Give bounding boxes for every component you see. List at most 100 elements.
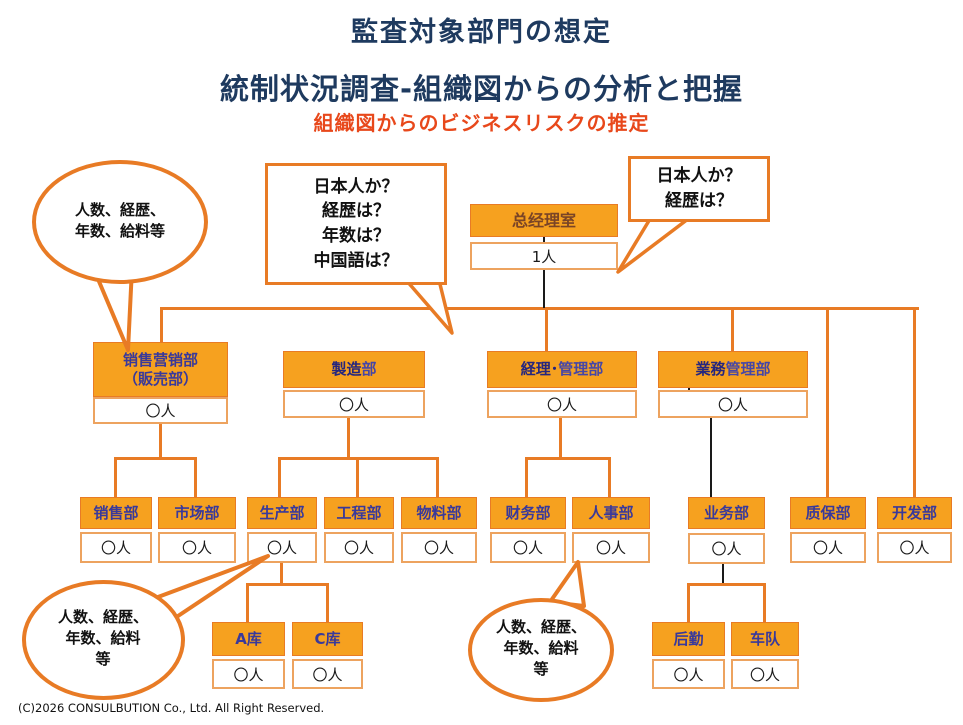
hbar-business-children <box>687 583 766 586</box>
general-manager-office: 总经理室 <box>470 204 618 237</box>
center-callout-line2: 経歴は？ <box>322 201 390 222</box>
manufacturing-headcount: 〇人 <box>283 390 425 418</box>
top-right-callout-line2: 経歴は？ <box>665 191 733 211</box>
page-title: 監査対象部門の想定 <box>351 17 612 48</box>
finance-dept-headcount-value: 〇人 <box>512 539 543 557</box>
drop-finance <box>525 457 528 497</box>
drop-qa <box>826 307 829 498</box>
rnd-dept-headcount-value: 〇人 <box>899 539 930 557</box>
business-dept-headcount-value: 〇人 <box>711 540 742 558</box>
sales-marketing-dept: 销售营销部 （販売部） <box>93 342 228 397</box>
market-dept: 市场部 <box>158 497 236 529</box>
sales-marketing-headcount: 〇人 <box>93 397 228 424</box>
production-dept-headcount-value: 〇人 <box>266 539 297 557</box>
warehouse-a: A库 <box>212 622 285 656</box>
hbar-production-children <box>246 583 329 586</box>
sales-marketing-dept-label: 销售营销部 <box>122 350 198 369</box>
finance-dept: 财务部 <box>490 497 566 529</box>
operations-admin-dept: 業務管理部 <box>658 351 808 388</box>
warehouse-a-headcount: 〇人 <box>212 659 285 689</box>
drop-accounting <box>545 307 548 352</box>
sales-dept-headcount-value: 〇人 <box>100 539 131 557</box>
operations-admin-headcount: 〇人 <box>658 390 808 418</box>
warehouse-c-label: C库 <box>314 629 341 648</box>
manufacturing-dept-label-rest: 部 <box>361 360 377 379</box>
market-dept-headcount: 〇人 <box>158 532 236 563</box>
sales-dept-headcount: 〇人 <box>80 532 152 563</box>
engineering-dept: 工程部 <box>324 497 394 529</box>
fleet-headcount-value: 〇人 <box>749 665 780 684</box>
root-drop-line <box>543 270 545 308</box>
fleet-dept: 车队 <box>731 622 799 656</box>
center-callout-line3: 年数は？ <box>322 226 390 246</box>
engineering-dept-headcount-value: 〇人 <box>343 539 374 557</box>
drop-hr <box>608 457 611 497</box>
hbar-sales-children <box>114 457 197 460</box>
business-dept-label: 业务部 <box>703 503 749 522</box>
accounting-admin-dept-label: 経理･ <box>520 360 559 379</box>
main-connector-line <box>162 307 919 310</box>
warehouse-c-headcount-value: 〇人 <box>312 665 343 684</box>
accounting-admin-dept-label-rest: 管理部 <box>558 360 604 379</box>
production-dept-label: 生产部 <box>259 503 305 522</box>
bottom-left-speech-bubble <box>22 580 185 700</box>
bottom-middle-bubble-line1: 人数、経歴、 <box>495 618 586 636</box>
hr-dept: 人事部 <box>572 497 650 529</box>
warehouse-c-headcount: 〇人 <box>292 659 363 689</box>
market-dept-headcount-value: 〇人 <box>181 539 212 557</box>
drop-warehouse-a <box>246 583 249 622</box>
production-dept-headcount: 〇人 <box>247 532 317 563</box>
drop-sales-marketing <box>160 307 163 343</box>
finance-dept-label: 财务部 <box>505 503 551 522</box>
operations-tick-line <box>688 386 690 391</box>
bottom-middle-bubble-text: 人数、経歴、 年数、給料 等 <box>472 617 610 680</box>
market-dept-label: 市场部 <box>174 503 220 522</box>
manufacturing-headcount-value: 〇人 <box>338 395 369 414</box>
bottom-left-bubble-line3: 等 <box>95 650 111 668</box>
operations-admin-dept-label: 業務 <box>695 360 726 379</box>
materials-dept: 物料部 <box>401 497 477 529</box>
sales-marketing-dept-sublabel: （販売部） <box>122 369 198 388</box>
manufacturing-dept-label: 製造 <box>331 360 362 379</box>
bottom-left-bubble-text: 人数、経歴、 年数、給料 等 <box>30 607 176 670</box>
bottom-middle-bubble-line2: 年数、給料 <box>503 639 579 657</box>
rnd-dept-headcount: 〇人 <box>877 532 952 563</box>
sales-marketing-headcount-value: 〇人 <box>145 402 176 420</box>
warehouse-a-label: A库 <box>235 629 262 648</box>
logistics-dept-label: 后勤 <box>673 629 704 648</box>
riser-accounting <box>559 418 562 459</box>
top-left-bubble-line1: 人数、経歴、 <box>74 201 165 219</box>
riser-manufacturing <box>347 418 350 459</box>
general-manager-headcount: 1人 <box>470 242 618 270</box>
drop-warehouse-c <box>326 583 329 622</box>
drop-fleet <box>763 583 766 622</box>
drop-logistics <box>687 583 690 622</box>
center-callout-line4: 中国語は？ <box>313 250 399 271</box>
root-tick-line <box>543 237 545 242</box>
hr-dept-headcount-value: 〇人 <box>595 539 626 557</box>
riser-production <box>280 563 283 585</box>
riser-business-black <box>722 564 724 584</box>
materials-dept-headcount-value: 〇人 <box>423 539 454 557</box>
finance-dept-headcount: 〇人 <box>490 532 566 563</box>
fleet-headcount: 〇人 <box>731 659 799 689</box>
top-left-bubble-line2: 年数、給料等 <box>74 222 165 240</box>
center-callout-line1: 日本人か？ <box>313 176 399 197</box>
riser-sales <box>159 424 162 459</box>
bottom-middle-speech-bubble <box>468 598 614 702</box>
bottom-left-bubble-line1: 人数、経歴、 <box>57 608 148 626</box>
general-manager-office-label: 总经理室 <box>511 210 576 230</box>
rnd-dept-label: 开发部 <box>891 503 937 522</box>
accounting-admin-dept: 経理･管理部 <box>487 351 637 388</box>
drop-materials <box>436 457 439 497</box>
accent-subtitle: 組織図からのビジネスリスクの推定 <box>313 111 650 135</box>
operations-admin-dept-label-rest: 管理部 <box>725 360 771 379</box>
operations-admin-headcount-value: 〇人 <box>717 395 748 414</box>
drop-production <box>278 457 281 497</box>
production-dept: 生产部 <box>247 497 317 529</box>
drop-market-dept <box>194 457 197 497</box>
manufacturing-dept: 製造部 <box>283 351 425 388</box>
general-manager-headcount-value: 1人 <box>531 247 557 266</box>
logistics-dept: 后勤 <box>652 622 725 656</box>
